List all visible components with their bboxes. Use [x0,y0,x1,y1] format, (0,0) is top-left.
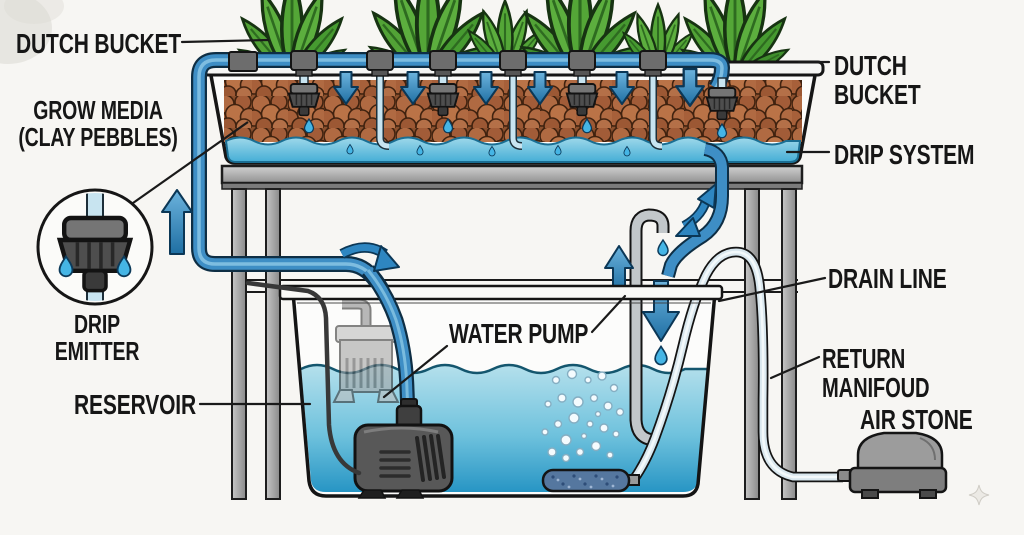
t-fitting [499,50,527,77]
ghost-pump [332,298,400,403]
label-drip-system: DRIP SYSTEM [834,139,975,170]
leader-line [382,344,449,399]
leader-line [769,355,821,380]
label-dutch-bucket-left: DUTCH BUCKET [16,28,182,59]
t-fitting [290,50,318,77]
background-texture [0,0,64,64]
supply-pipe-highlight [197,58,724,283]
label-drip-emitter: DRIP EMITTER [54,309,140,367]
drain-standpipe [629,208,670,447]
drip-emitter-inset [36,121,249,306]
label-reservoir: RESERVOIR [74,389,196,420]
water-pump-device [353,398,454,499]
droplet-icon [657,239,669,257]
drip-tubes [299,66,727,150]
air-bubbles [541,368,625,463]
t-fittings [228,50,667,77]
table-top-edge [221,182,803,190]
label-grow-media: GROW MEDIA (CLAY PEBBLES) [18,95,178,153]
leader-line [717,276,827,303]
curved-arrow-icon [339,242,400,272]
double-curved-arrow-icon [675,183,717,237]
table-leg [231,188,247,500]
label-water-pump: WATER PUMP [449,318,589,349]
air-line-tube [629,246,843,483]
reservoir-outline [291,291,717,498]
leader-lines [180,38,831,406]
label-air-stone: AIR STONE [860,404,973,435]
inset-connector-line [132,121,249,204]
magnified-drip-emitter [60,193,131,301]
air-pump-device [837,431,948,499]
label-dutch-bucket-right: DUTCH BUCKET [834,50,921,111]
table-leg [265,188,281,500]
leader-line [590,294,627,334]
grow-bed-water [224,136,802,163]
table-leg [744,188,760,500]
reservoir-rim [278,284,724,301]
pipe-coupling [228,51,258,72]
label-return-manifold: RETURN MANIFOUD [822,343,930,404]
pump-outlet-tube [362,265,416,415]
t-fitting [568,50,596,77]
t-fitting [366,50,394,77]
label-drain-line: DRAIN LINE [828,263,947,294]
air-stone-device [541,468,640,493]
table-leg [781,188,797,500]
watermark [968,484,990,506]
up-arrow-icon [161,189,193,255]
leader-line [180,38,270,44]
power-cord [245,280,362,476]
drain-pipe [661,142,729,278]
t-fitting [639,50,667,77]
t-fitting [429,50,457,77]
